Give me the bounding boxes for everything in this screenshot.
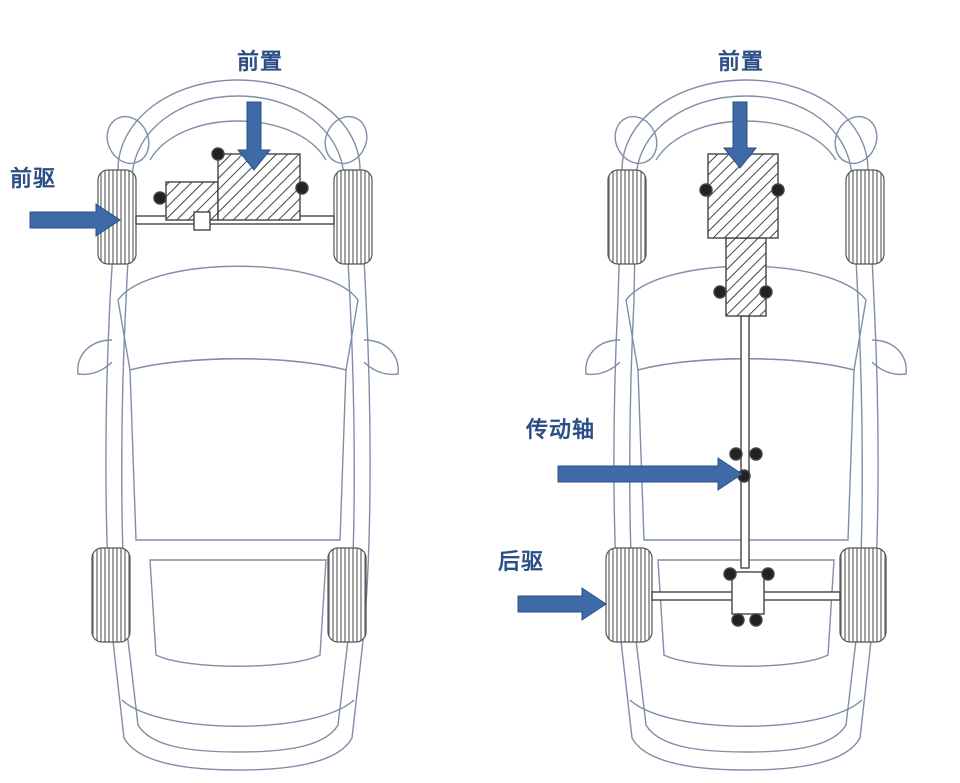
right-engine-arrow bbox=[722, 101, 758, 169]
left-car-wheels bbox=[91, 169, 373, 643]
left-rear-window bbox=[149, 559, 327, 667]
left-drive-label: 前驱 bbox=[10, 167, 57, 192]
right-mount bbox=[699, 183, 713, 197]
left-engine-label: 前置 bbox=[237, 50, 284, 75]
right-shaft-label: 传动轴 bbox=[526, 418, 596, 443]
right-joint bbox=[749, 447, 763, 461]
left-mount bbox=[153, 191, 167, 205]
left-car-drivetrain bbox=[135, 147, 335, 231]
left-headlight-right bbox=[324, 115, 368, 165]
right-car-wheels bbox=[605, 169, 887, 643]
right-car-drivetrain bbox=[651, 153, 841, 627]
right-rear-right-wheel bbox=[839, 547, 887, 643]
right-joint bbox=[749, 613, 763, 627]
left-hood-line bbox=[149, 120, 327, 161]
right-joint bbox=[731, 613, 745, 627]
left-headlight-left bbox=[106, 115, 150, 165]
left-rear-left-wheel bbox=[91, 547, 131, 643]
left-mirror-left bbox=[77, 339, 113, 376]
right-rear-diff bbox=[731, 571, 765, 615]
right-mount bbox=[713, 285, 727, 299]
right-rear-bumper bbox=[629, 699, 863, 727]
right-joint bbox=[723, 567, 737, 581]
right-engine-label: 前置 bbox=[718, 50, 765, 75]
right-joint bbox=[729, 447, 743, 461]
right-headlight-left bbox=[614, 115, 658, 165]
left-mount bbox=[211, 147, 225, 161]
right-car-arrows bbox=[517, 101, 758, 621]
left-windshield bbox=[117, 265, 359, 371]
right-drive-label: 后驱 bbox=[498, 550, 545, 575]
left-mirror-right bbox=[363, 339, 399, 376]
right-cabin bbox=[637, 358, 855, 541]
right-front-right-wheel bbox=[845, 169, 885, 265]
right-joint bbox=[761, 567, 775, 581]
left-rear-right-wheel bbox=[327, 547, 367, 643]
left-front-right-wheel bbox=[333, 169, 373, 265]
right-rear-window bbox=[657, 559, 835, 667]
right-driveshaft bbox=[740, 315, 750, 569]
right-mirror-left bbox=[585, 339, 621, 376]
left-engine-arrow bbox=[236, 101, 272, 171]
left-drive-arrow bbox=[29, 203, 121, 237]
right-gearbox bbox=[725, 237, 767, 317]
right-drive-arrow bbox=[517, 587, 607, 621]
right-engine bbox=[707, 153, 779, 239]
left-cabin bbox=[129, 358, 347, 541]
right-mount bbox=[759, 285, 773, 299]
right-mount bbox=[771, 183, 785, 197]
right-front-left-wheel bbox=[607, 169, 647, 265]
left-mount bbox=[295, 181, 309, 195]
left-rear-bumper bbox=[121, 699, 355, 727]
right-rear-left-wheel bbox=[605, 547, 653, 643]
left-car-arrows bbox=[29, 101, 272, 237]
left-diff bbox=[193, 211, 211, 231]
right-headlight-right bbox=[834, 115, 878, 165]
right-mirror-right bbox=[871, 339, 907, 376]
right-shaft-arrow bbox=[557, 457, 743, 491]
